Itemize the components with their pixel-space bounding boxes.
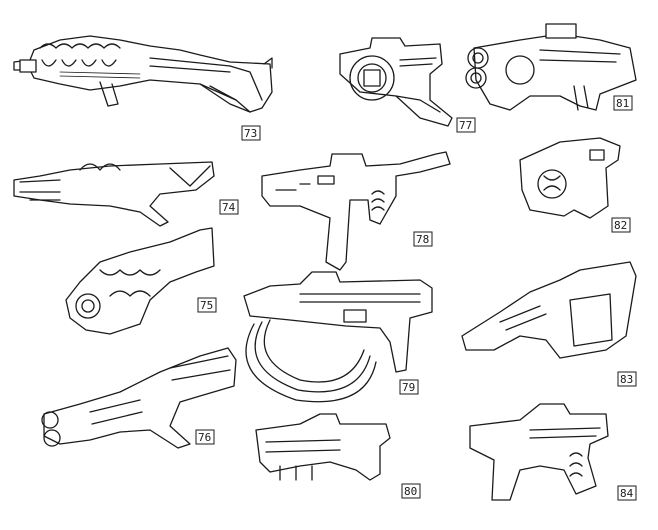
label-83-text: 83: [620, 373, 633, 386]
weapon-sketch-81: [465, 23, 637, 111]
weapon-sketch-73: [13, 35, 273, 113]
label-74-text: 74: [222, 201, 236, 214]
label-82-text: 82: [614, 219, 627, 232]
label-84: 84: [617, 485, 637, 501]
weapon-sketch-80: [255, 413, 391, 481]
label-79: 79: [399, 379, 419, 395]
label-82: 82: [611, 217, 631, 233]
weapon-sketch-74: [13, 161, 215, 227]
weapon-sketch-83: [461, 261, 637, 359]
label-80-text: 80: [404, 485, 417, 498]
label-83: 83: [617, 371, 637, 387]
label-78: 78: [413, 231, 433, 247]
label-73: 73: [241, 125, 261, 141]
label-75-text: 75: [200, 299, 213, 312]
weapon-sketch-84: [469, 403, 609, 501]
label-77: 77: [456, 117, 476, 133]
label-80: 80: [401, 483, 421, 499]
label-79-text: 79: [402, 381, 415, 394]
weapon-sketch-78: [261, 151, 451, 271]
weapon-sketch-79: [243, 271, 433, 403]
label-81-text: 81: [616, 97, 629, 110]
weapon-sketch-82: [519, 137, 621, 219]
label-78-text: 78: [416, 233, 429, 246]
weapon-sketch-76: [41, 347, 237, 449]
label-81: 81: [613, 95, 633, 111]
weapon-sketch-77: [339, 37, 453, 127]
label-76-text: 76: [198, 431, 211, 444]
label-75: 75: [197, 297, 217, 313]
label-84-text: 84: [620, 487, 634, 500]
label-77-text: 77: [459, 119, 472, 132]
label-76: 76: [195, 429, 215, 445]
weapon-sketch-75: [65, 227, 215, 335]
label-74: 74: [219, 199, 239, 215]
label-73-text: 73: [244, 127, 257, 140]
